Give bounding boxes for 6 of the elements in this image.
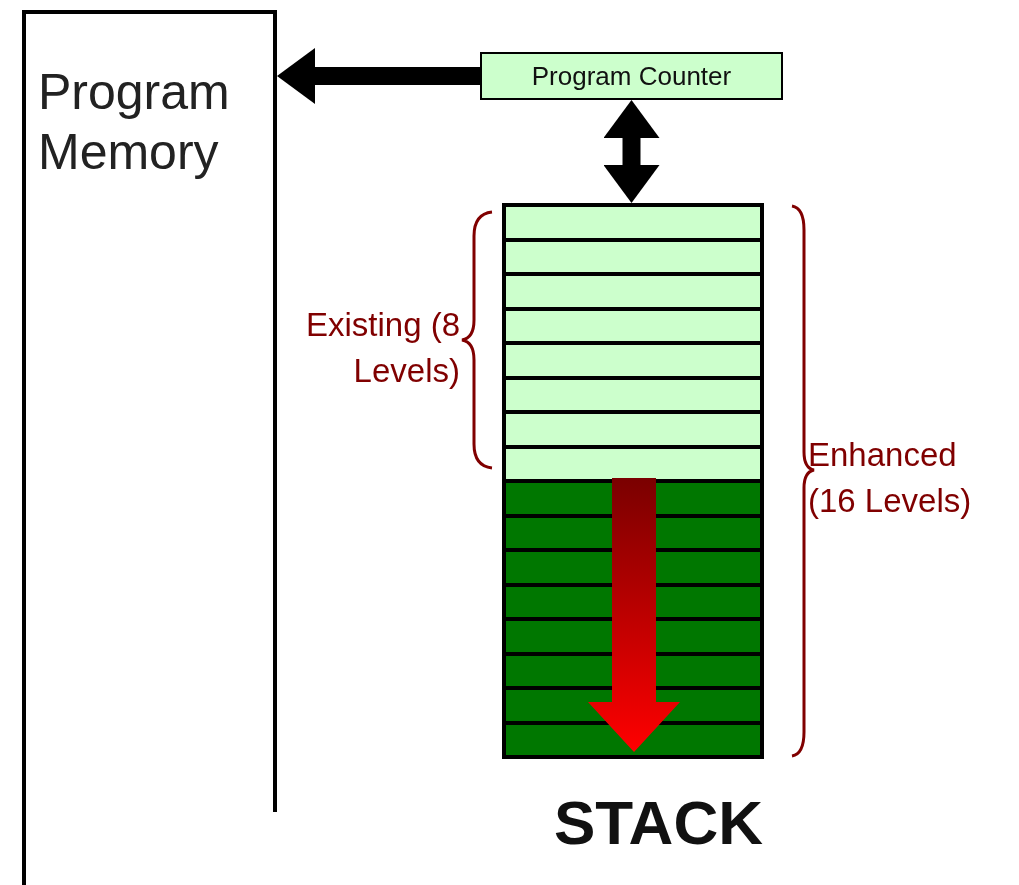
bracket-label: Enhanced (16 Levels): [808, 435, 973, 521]
counter-box: Program Counter: [480, 52, 783, 100]
memory-title: Program Memory: [38, 63, 231, 182]
bracket-label: Existing (8 Levels): [304, 305, 460, 391]
stack-title: STACK: [554, 788, 763, 858]
memory-block: [22, 10, 277, 885]
